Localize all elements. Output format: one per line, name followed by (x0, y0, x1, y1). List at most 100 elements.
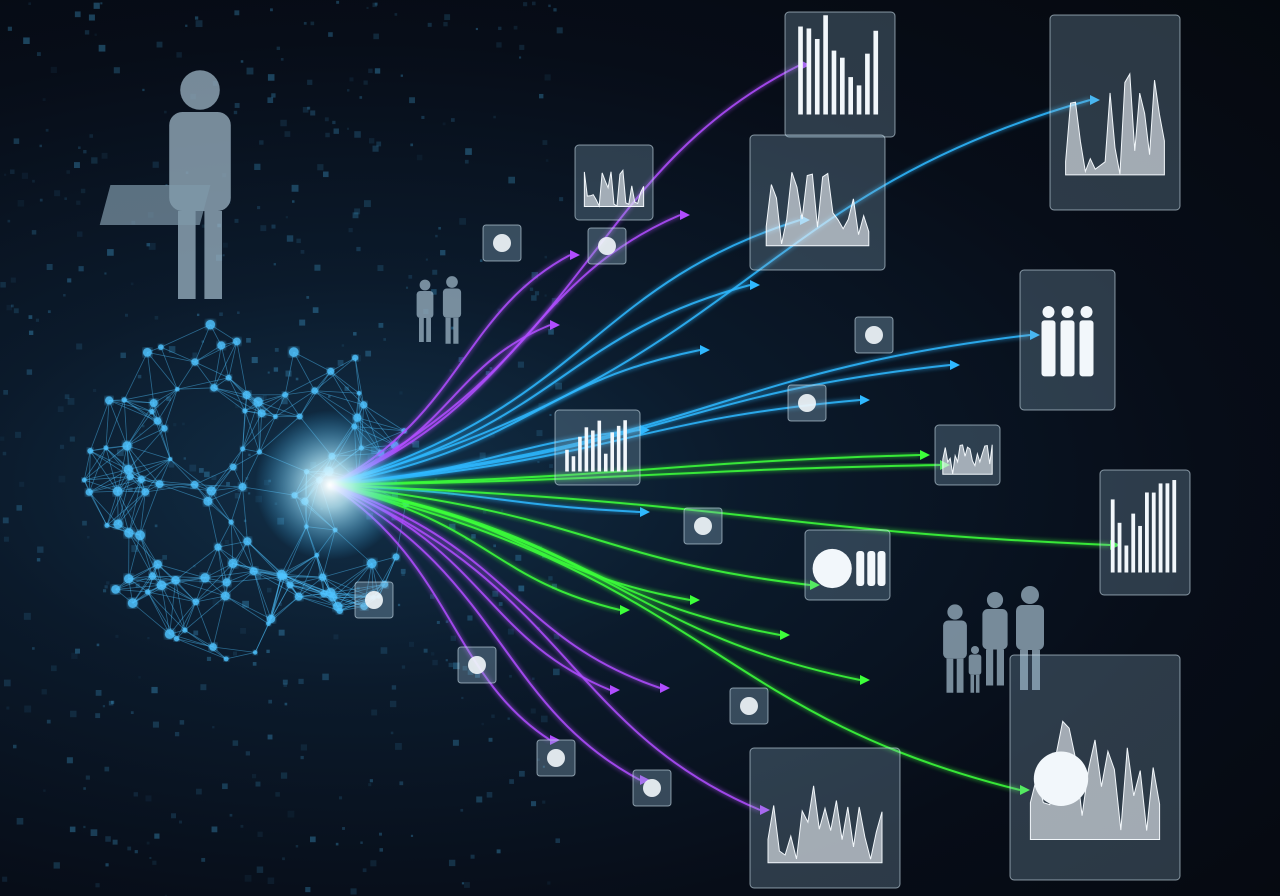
network-link (339, 584, 385, 612)
network-node (242, 408, 248, 414)
network-link (117, 476, 131, 525)
network-link (151, 388, 178, 412)
network-link (195, 582, 227, 603)
network-node (105, 396, 114, 405)
code-pixel (162, 555, 168, 560)
network-link (89, 400, 110, 452)
code-pixel (3, 679, 11, 687)
code-pixel (464, 159, 469, 164)
code-pixel (257, 206, 261, 210)
arrowhead (1090, 95, 1100, 105)
code-pixel (432, 269, 438, 275)
bar (823, 15, 828, 115)
code-pixel (133, 792, 138, 797)
person-figure (877, 551, 886, 586)
network-link (123, 399, 128, 446)
code-pixel (408, 274, 413, 279)
network-link (146, 352, 155, 404)
network-link (232, 562, 286, 577)
network-link (195, 563, 234, 603)
code-pixel (2, 451, 7, 456)
people-icon (632, 769, 672, 807)
code-pixel (84, 30, 90, 35)
network-link (270, 576, 286, 620)
code-pixel (96, 643, 100, 647)
code-pixel (284, 131, 291, 137)
network-link (124, 399, 154, 404)
network-node (127, 598, 138, 608)
code-pixel (374, 2, 378, 6)
code-pixel (400, 74, 403, 77)
icon-glyph (493, 234, 511, 252)
code-pixel (448, 662, 453, 668)
code-pixel (179, 720, 185, 725)
bar (1165, 483, 1170, 573)
code-pixel (152, 860, 157, 865)
code-pixel (427, 22, 432, 27)
code-pixel (363, 559, 370, 566)
network-link (175, 579, 227, 583)
code-pixel (176, 52, 182, 58)
code-pixel (300, 249, 305, 254)
code-pixel (432, 659, 438, 666)
code-pixel (389, 700, 397, 708)
code-pixel (354, 131, 361, 138)
code-pixel (450, 118, 455, 122)
network-link (281, 573, 323, 578)
code-pixel (105, 836, 111, 842)
code-pixel (515, 554, 522, 561)
network-link (333, 584, 385, 598)
code-pixel (23, 612, 31, 620)
code-pixel (267, 74, 275, 81)
network-link (88, 491, 119, 525)
arrowhead (690, 595, 700, 605)
code-pixel (67, 398, 75, 405)
code-pixel (377, 265, 384, 272)
network-link (270, 584, 291, 620)
code-pixel (23, 37, 30, 44)
code-pixel (306, 296, 310, 299)
network-link (153, 402, 165, 429)
network-link (236, 341, 248, 395)
network-node (220, 591, 230, 601)
code-pixel (307, 106, 311, 110)
network-node (238, 482, 247, 491)
code-pixel (549, 413, 552, 417)
network-link (314, 390, 364, 406)
code-pixel (509, 779, 514, 784)
network-link (299, 390, 315, 417)
network-link (195, 601, 214, 648)
network-link (284, 554, 318, 577)
code-pixel (440, 250, 446, 256)
code-pixel (291, 184, 299, 192)
code-pixel (95, 883, 100, 888)
code-pixel (229, 346, 233, 350)
code-pixel (66, 170, 70, 174)
code-pixel (553, 633, 560, 640)
network-link (157, 563, 206, 579)
network-node (256, 449, 262, 455)
network-link (257, 401, 260, 452)
code-pixel (507, 717, 510, 720)
code-pixel (547, 881, 551, 885)
network-link (217, 540, 248, 548)
arrowhead (640, 425, 650, 435)
bar (814, 38, 820, 115)
data-panels (554, 11, 1191, 889)
network-link (228, 341, 238, 378)
network-link (126, 402, 155, 447)
code-pixel (234, 103, 240, 108)
network-node (327, 367, 335, 375)
code-pixel (485, 371, 490, 376)
people-icon (854, 316, 894, 354)
code-pixel (113, 67, 120, 74)
network-node (190, 480, 199, 489)
network-link (207, 500, 232, 523)
core-glow (255, 410, 405, 560)
code-pixel (365, 350, 372, 357)
network-link (108, 400, 128, 446)
code-pixel (372, 145, 379, 152)
network-link (89, 476, 131, 493)
code-pixel (374, 68, 381, 74)
network-link (157, 420, 171, 460)
